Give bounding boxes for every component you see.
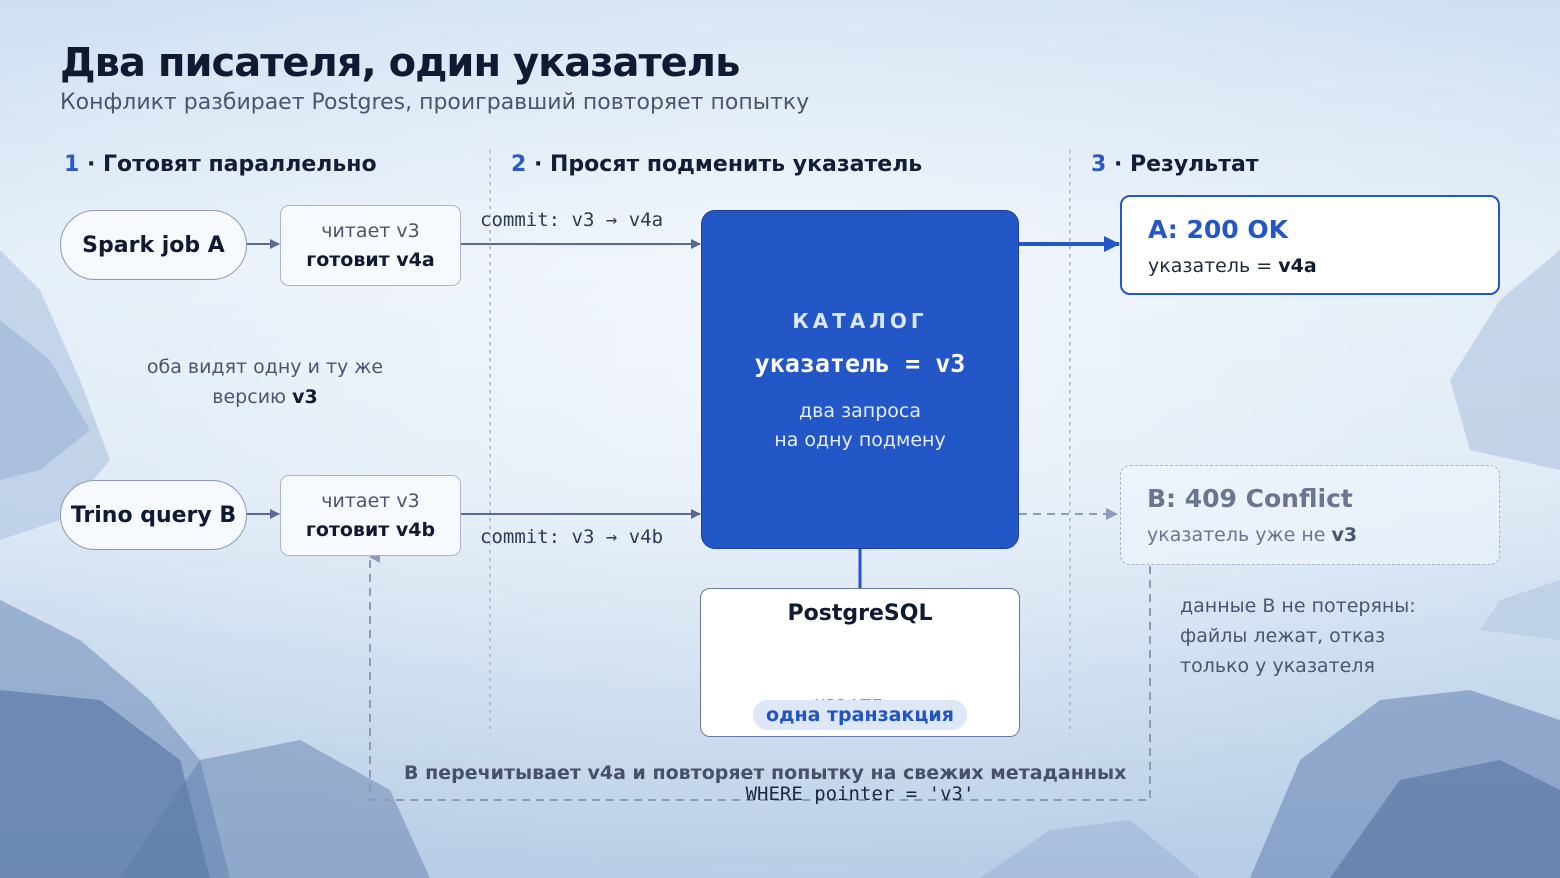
reads-text: читает v3 — [321, 489, 420, 512]
result-a-status: A: 200 OK — [1148, 215, 1289, 244]
result-a-text: указатель = v4a — [1148, 255, 1317, 277]
note-line: только у указателя — [1180, 655, 1375, 677]
catalog-label: КАТАЛОГ — [792, 309, 928, 333]
commit-b-label: commit: v3 → v4b — [480, 526, 664, 548]
step-2-heading: 2 · Просят подменить указатель — [511, 152, 922, 177]
note-version: v3 — [292, 386, 318, 408]
result-b-card: B: 409 Conflict указатель уже не v3 — [1120, 465, 1500, 565]
step-label: · Результат — [1113, 152, 1259, 177]
writer-a-name: Spark job A — [82, 232, 225, 258]
note-prefix: версию — [212, 386, 287, 408]
slide-subtitle: Конфликт разбирает Postgres, проигравший… — [60, 90, 810, 115]
writer-a-prepare-box: читает v3 готовит v4a — [280, 205, 461, 286]
note-line: файлы лежат, отказ — [1180, 625, 1386, 647]
note-line: два запроса — [799, 400, 921, 422]
writer-b-prepare-box: читает v3 готовит v4b — [280, 475, 461, 556]
writer-b-name: Trino query B — [70, 502, 237, 528]
result-b-text: указатель уже не v3 — [1147, 524, 1357, 546]
note-line: данные B не потеряны: — [1180, 595, 1416, 617]
commit-a-label: commit: v3 → v4a — [480, 209, 664, 231]
result-a-card: A: 200 OK указатель = v4a — [1120, 195, 1500, 295]
step-label: · Готовят параллельно — [86, 152, 377, 177]
step-number: 1 — [64, 152, 80, 177]
writer-b-pill: Trino query B — [60, 480, 247, 550]
catalog-box: КАТАЛОГ указатель = v3 два запроса на од… — [701, 210, 1019, 549]
shared-version-note: оба видят одну и ту же версию v3 — [115, 352, 415, 412]
prepares-text: готовит v4a — [306, 248, 435, 271]
note-line: на одну подмену — [774, 429, 946, 451]
retry-note: B перечитывает v4a и повторяет попытку н… — [404, 762, 1127, 784]
prepares-text: готовит v4b — [305, 518, 436, 541]
postgres-title: PostgreSQL — [787, 601, 933, 626]
note-line: оба видят одну и ту же — [146, 356, 384, 378]
reads-text: читает v3 — [321, 219, 420, 242]
catalog-pointer: указатель = v3 — [754, 349, 966, 378]
catalog-note: два запроса на одну подмену — [702, 397, 1018, 455]
code-line: WHERE pointer = 'v3' — [745, 783, 975, 805]
retry-loop-path — [369, 551, 1151, 801]
step-3-heading: 3 · Результат — [1091, 152, 1259, 177]
step-1-heading: 1 · Готовят параллельно — [64, 152, 377, 177]
result-b-status: B: 409 Conflict — [1147, 484, 1353, 513]
writer-a-pill: Spark job A — [60, 210, 247, 280]
transaction-badge: одна транзакция — [753, 700, 967, 730]
note-line: версию v3 — [115, 382, 415, 412]
result-prefix: указатель = — [1148, 255, 1273, 277]
slide-title: Два писателя, один указатель — [60, 40, 740, 86]
result-prefix: указатель уже не — [1147, 524, 1326, 546]
step-number: 3 — [1091, 152, 1107, 177]
b-data-note: данные B не потеряны: файлы лежат, отказ… — [1180, 591, 1416, 681]
postgres-box: PostgreSQL UPDATE … WHERE pointer = 'v3'… — [700, 588, 1020, 805]
step-label: · Просят подменить указатель — [533, 152, 923, 177]
result-value: v3 — [1331, 524, 1358, 546]
step-number: 2 — [511, 152, 527, 177]
postgres-code: UPDATE … WHERE pointer = 'v3' — [701, 635, 1019, 867]
result-value: v4a — [1278, 255, 1317, 277]
